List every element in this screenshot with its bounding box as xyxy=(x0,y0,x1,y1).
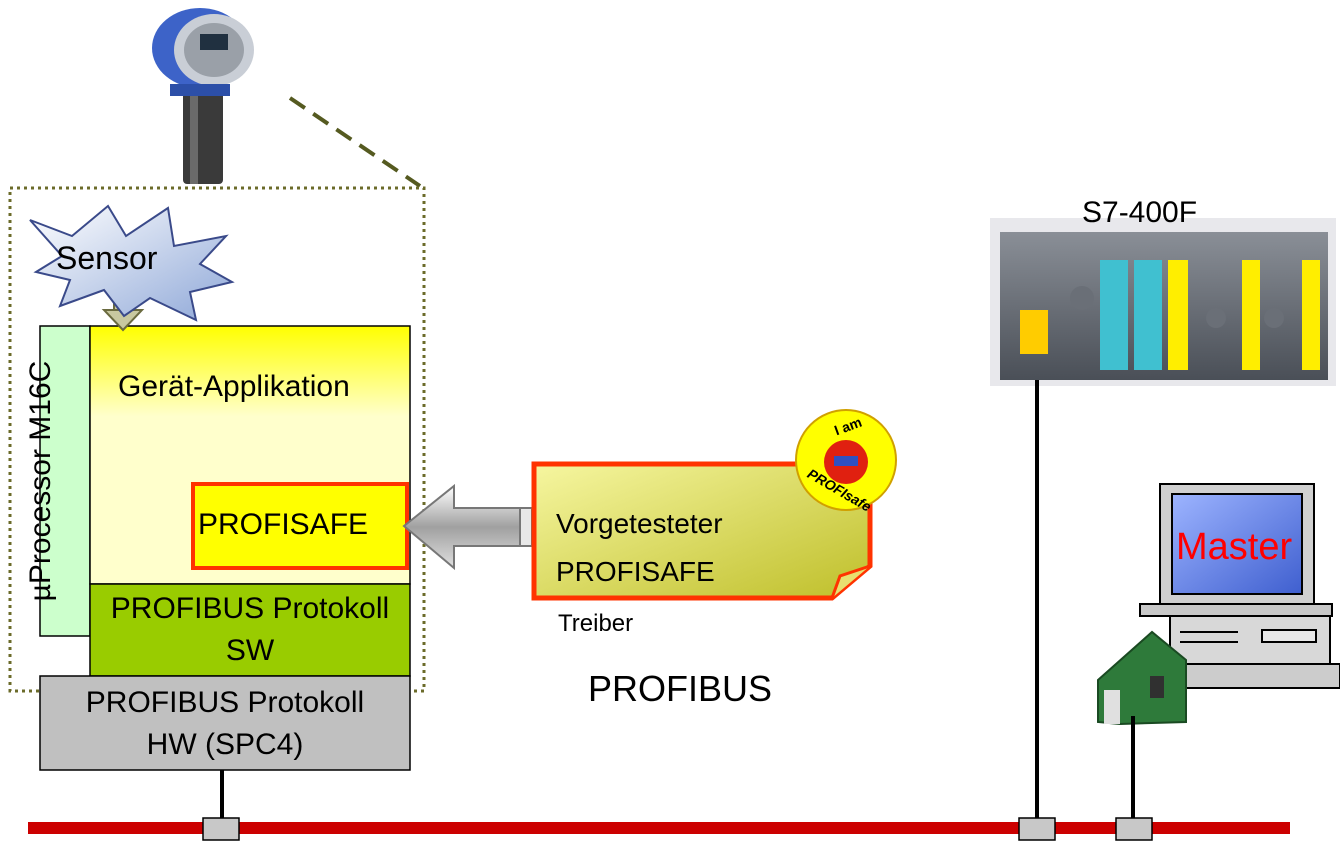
insert-arrow xyxy=(402,483,543,571)
profibus-label: PROFIBUS xyxy=(588,668,773,709)
plc-rack-icon xyxy=(990,218,1336,386)
application-label: Gerät-Applikation xyxy=(118,370,350,403)
profibus-line xyxy=(28,822,1290,834)
protocol-hw-block xyxy=(39,675,411,771)
driver-line2: PROFISAFE xyxy=(556,556,715,587)
zoom-connector-line xyxy=(288,96,422,188)
level-transmitter-icon xyxy=(152,8,254,184)
interface-card-icon xyxy=(1097,630,1187,726)
sensor-label: Sensor xyxy=(56,240,158,276)
protocol-sw-label: PROFIBUS Protokoll SW xyxy=(90,588,410,672)
protocol-sw-block xyxy=(89,583,411,677)
bus-connector-master xyxy=(1115,817,1153,841)
bus-connector-plc xyxy=(1018,817,1056,841)
protocol-sw-line1: PROFIBUS Protokoll xyxy=(110,592,390,625)
protocol-hw-line1: PROFIBUS Protokoll xyxy=(85,686,365,719)
driver-line1: Vorgetesteter xyxy=(556,508,723,539)
sensor-starburst xyxy=(29,204,235,322)
protocol-hw-label: PROFIBUS Protokoll HW (SPC4) xyxy=(40,682,410,766)
processor-label: µProcessor M16C xyxy=(24,360,57,602)
profisafe-badge xyxy=(795,409,897,511)
master-label: Master xyxy=(1176,526,1293,568)
protocol-hw-line2: HW (SPC4) xyxy=(146,728,304,761)
profisafe-label: PROFISAFE xyxy=(198,508,369,541)
computer-icon xyxy=(1139,483,1340,689)
bus-connector-device xyxy=(202,817,240,841)
plc-label: S7-400F xyxy=(1082,196,1198,229)
protocol-sw-line2: SW xyxy=(225,634,275,667)
driver-line3: Treiber xyxy=(558,610,634,637)
